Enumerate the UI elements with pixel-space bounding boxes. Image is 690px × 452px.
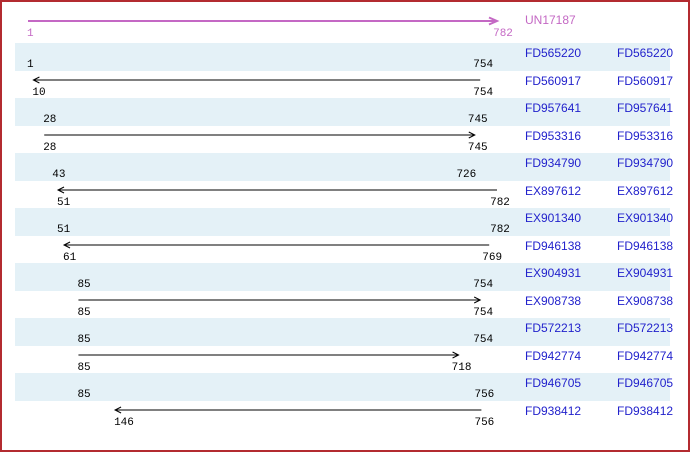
read-arrow [32,76,481,84]
read-arrow [78,351,460,359]
accession-link-primary[interactable]: FD938412 [525,403,582,418]
accession-link-primary[interactable]: FD572213 [525,321,582,335]
row-shading-band [15,263,670,291]
accession-link-secondary[interactable]: FD953316 [617,128,674,143]
read-end-coord: 718 [451,361,472,374]
read-arrow [78,296,482,304]
accession-link-secondary[interactable]: EX897612 [617,183,674,198]
row-shading-band [15,208,670,236]
accession-link-primary[interactable]: FD946705 [525,376,582,390]
accession-link-secondary[interactable]: EX904931 [617,266,674,280]
read-end-coord: 782 [490,196,510,209]
reference-end-coord: 782 [493,28,513,40]
row-shading-band [15,318,670,346]
read-arrow [56,186,497,194]
accession-link-secondary[interactable]: EX901340 [617,211,674,225]
read-end-coord: 745 [467,141,488,154]
read-start-coord: 85 [77,306,91,319]
accession-link-primary[interactable]: EX897612 [525,183,582,198]
read-start-coord: 51 [57,196,71,209]
read-start-coord: 85 [77,279,91,291]
read-end-coord: 754 [473,86,494,99]
accession-link-primary[interactable]: FD560917 [525,73,582,88]
read-end-coord: 754 [473,306,494,319]
read-start-coord: 1 [27,59,34,71]
reference-arrow [28,16,500,26]
read-start-coord: 28 [43,114,57,126]
read-start-coord: 28 [43,141,57,154]
read-end-coord: 769 [482,251,503,264]
accession-link-primary[interactable]: FD934790 [525,156,582,170]
accession-link-secondary[interactable]: FD560917 [617,73,674,88]
accession-link-secondary[interactable]: FD934790 [617,156,674,170]
read-start-coord: 146 [114,416,134,429]
accession-link-secondary[interactable]: EX908738 [617,293,674,308]
accession-link-primary[interactable]: FD957641 [525,101,582,115]
accession-link-secondary[interactable]: FD957641 [617,101,674,115]
read-end-coord: 726 [456,169,477,181]
reference-label: UN17187 [525,13,576,27]
read-start-coord: 61 [63,251,77,264]
accession-link-primary[interactable]: EX904931 [525,266,582,280]
read-arrow [113,406,482,414]
read-start-coord: 85 [77,389,91,401]
row-shading-band [15,98,670,126]
read-end-coord: 745 [467,114,488,126]
read-end-coord: 782 [490,224,510,236]
read-start-coord: 51 [57,224,71,236]
row-shading-band [15,153,670,181]
accession-link-secondary[interactable]: FD942774 [617,348,674,363]
read-arrow [62,241,490,249]
accession-link-primary[interactable]: FD953316 [525,128,582,143]
read-start-coord: 85 [77,361,91,374]
accession-link-secondary[interactable]: FD938412 [617,403,674,418]
accession-link-secondary[interactable]: FD565220 [617,46,674,60]
reference-start-coord: 1 [27,28,34,40]
read-start-coord: 43 [52,169,66,181]
accession-link-primary[interactable]: EX908738 [525,293,582,308]
row-shading-band [15,373,670,401]
read-start-coord: 85 [77,334,91,346]
accession-link-primary[interactable]: FD565220 [525,46,582,60]
read-end-coord: 756 [474,389,495,401]
read-end-coord: 754 [473,279,494,291]
accession-link-secondary[interactable]: FD946138 [617,238,674,253]
read-end-coord: 756 [474,416,495,429]
accession-link-secondary[interactable]: FD572213 [617,321,674,335]
accession-link-primary[interactable]: EX901340 [525,211,582,225]
read-end-coord: 754 [473,59,494,71]
read-end-coord: 754 [473,334,494,346]
row-shading-band [15,43,670,71]
accession-link-primary[interactable]: FD946138 [525,238,582,253]
accession-link-primary[interactable]: FD942774 [525,348,582,363]
read-arrow [44,131,476,139]
read-start-coord: 10 [32,86,46,99]
accession-link-secondary[interactable]: FD946705 [617,376,674,390]
